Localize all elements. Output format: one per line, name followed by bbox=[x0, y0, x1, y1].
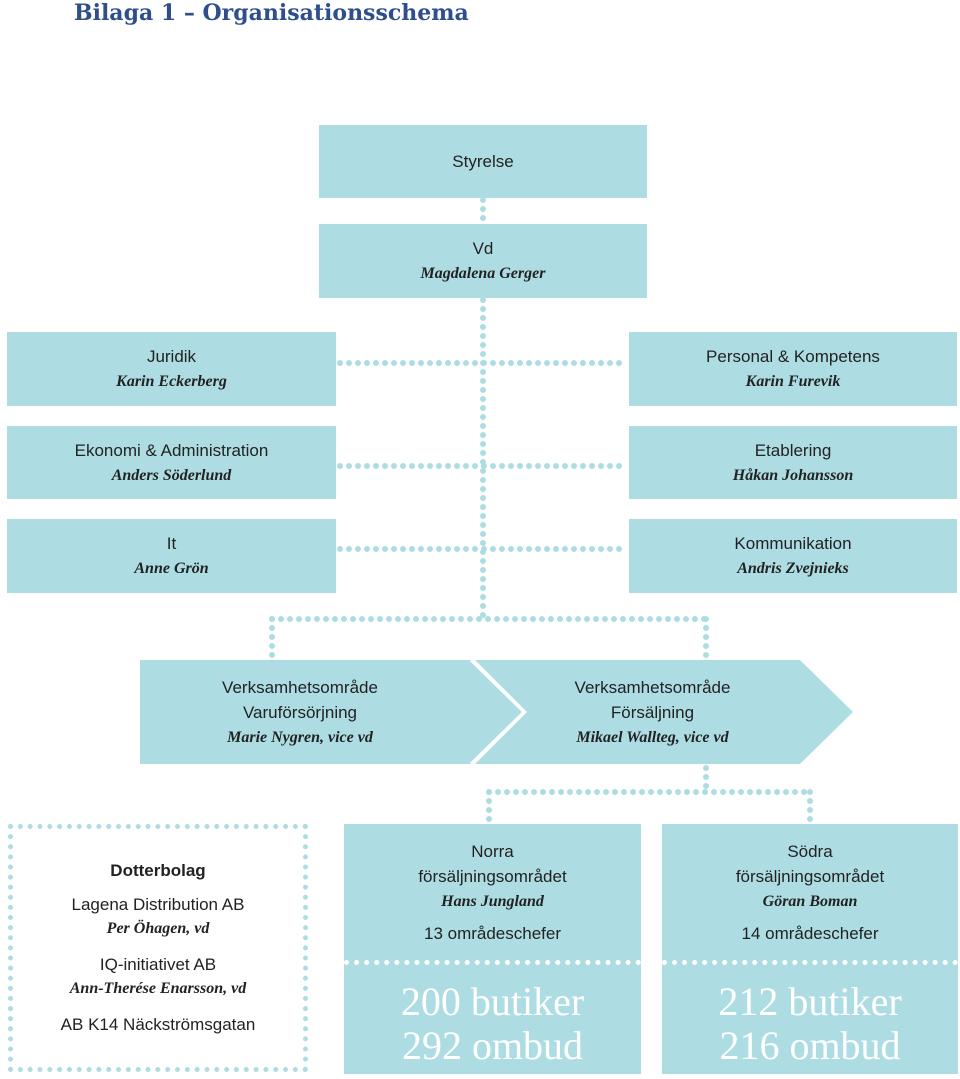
ceo-box: Vd Magdalena Gerger bbox=[319, 224, 647, 298]
ceo-title: Vd bbox=[472, 239, 494, 258]
dept-box-juridik: Juridik Karin Eckerberg bbox=[7, 332, 336, 406]
dept-box-personal: Personal & Kompetens Karin Furevik bbox=[629, 332, 957, 406]
business-area-arrow-1 bbox=[140, 660, 524, 764]
dept-name: Etablering bbox=[754, 440, 832, 460]
board-box: Styrelse bbox=[319, 125, 647, 198]
subsidiary-name: Lagena Distribution AB bbox=[71, 895, 245, 914]
dept-person: Karin Eckerberg bbox=[116, 373, 227, 390]
dept-person: Anne Grön bbox=[134, 560, 209, 577]
region-line1: Norra bbox=[471, 841, 514, 861]
dept-name: Kommunikation bbox=[734, 534, 852, 553]
subsidiaries-heading: Dotterbolag bbox=[110, 861, 206, 880]
subsidiary-person: Per Öhagen, vd bbox=[106, 920, 210, 937]
region-line1: Södra bbox=[787, 841, 833, 861]
arrow-divider bbox=[469, 658, 527, 766]
subsidiary-name: AB K14 Näckströmsgatan bbox=[60, 1015, 256, 1034]
region-stores: 200 butiker bbox=[400, 979, 585, 1024]
area-line2: Försäljning bbox=[610, 702, 695, 722]
region-managers: 13 områdeschefer bbox=[423, 923, 562, 943]
region-managers: 14 områdeschefer bbox=[741, 923, 879, 943]
business-area-forsaljning: Verksamhetsområde Försäljning Mikael Wal… bbox=[505, 660, 800, 764]
ceo-person: Magdalena Gerger bbox=[420, 265, 546, 282]
subsidiaries-box: Dotterbolag Lagena Distribution AB Per Ö… bbox=[8, 824, 308, 1072]
dept-name: Juridik bbox=[146, 347, 197, 366]
dept-box-ekonomi: Ekonomi & Administration Anders Söderlun… bbox=[7, 426, 336, 499]
area-line2: Varuförsörjning bbox=[242, 702, 358, 722]
area-person: Marie Nygren, vice vd bbox=[227, 728, 373, 746]
dept-name: Ekonomi & Administration bbox=[74, 440, 269, 460]
dept-person: Karin Furevik bbox=[745, 373, 841, 390]
region-agents: 292 ombud bbox=[401, 1023, 584, 1068]
dept-box-kommunikation: Kommunikation Andris Zvejnieks bbox=[629, 519, 957, 593]
region-separator bbox=[662, 960, 958, 965]
subsidiary-person: Ann-Therése Enarsson, vd bbox=[69, 980, 247, 997]
page-title: Bilaga 1 – Organisationsschema bbox=[74, 0, 469, 26]
region-person: Hans Jungland bbox=[441, 892, 544, 910]
region-sodra: Södra försäljningsområdet Göran Boman 14… bbox=[662, 824, 958, 1074]
dept-person: Anders Söderlund bbox=[111, 466, 232, 484]
region-line2: försäljningsområdet bbox=[735, 866, 885, 886]
dept-person: Andris Zvejnieks bbox=[737, 560, 849, 577]
business-area-arrow-2 bbox=[475, 660, 853, 764]
area-person: Mikael Wallteg, vice vd bbox=[576, 728, 729, 746]
dept-name: Personal & Kompetens bbox=[706, 347, 880, 366]
dept-name: It bbox=[166, 534, 177, 553]
region-stores: 212 butiker bbox=[718, 979, 902, 1024]
area-line1: Verksamhetsområde bbox=[222, 677, 378, 697]
area-line1: Verksamhetsområde bbox=[574, 677, 731, 697]
region-person: Göran Boman bbox=[762, 892, 858, 910]
board-name: Styrelse bbox=[452, 152, 514, 171]
region-norra: Norra försäljningsområdet Hans Jungland … bbox=[344, 824, 641, 1074]
dept-box-it: It Anne Grön bbox=[7, 519, 336, 593]
dept-box-etablering: Etablering Håkan Johansson bbox=[629, 426, 957, 499]
region-separator bbox=[344, 960, 641, 965]
region-agents: 216 ombud bbox=[719, 1023, 901, 1068]
dept-person: Håkan Johansson bbox=[732, 466, 854, 484]
region-line2: försäljningsområdet bbox=[418, 866, 567, 886]
business-area-varuforsorjning: Verksamhetsområde Varuförsörjning Marie … bbox=[140, 660, 460, 764]
subsidiary-name: IQ-initiativet AB bbox=[99, 955, 217, 974]
